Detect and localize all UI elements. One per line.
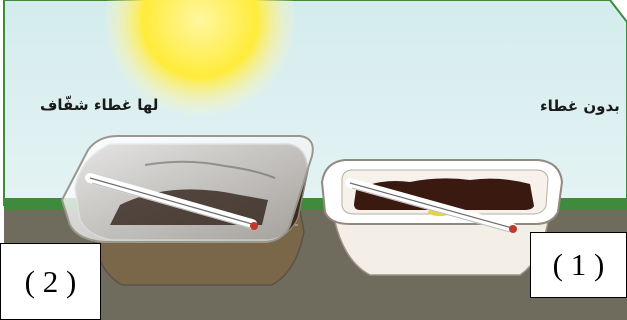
container-uncovered xyxy=(322,160,562,275)
caption-covered: لها غطاء شفّاف xyxy=(40,96,158,114)
label-1-text: ( 1 ) xyxy=(553,247,605,283)
label-2-text: ( 2 ) xyxy=(25,264,77,300)
caption-uncovered: بدون غطاء xyxy=(540,97,620,115)
transparent-lid xyxy=(62,136,313,242)
label-box-1: ( 1 ) xyxy=(530,232,627,298)
label-box-2: ( 2 ) xyxy=(0,243,101,320)
